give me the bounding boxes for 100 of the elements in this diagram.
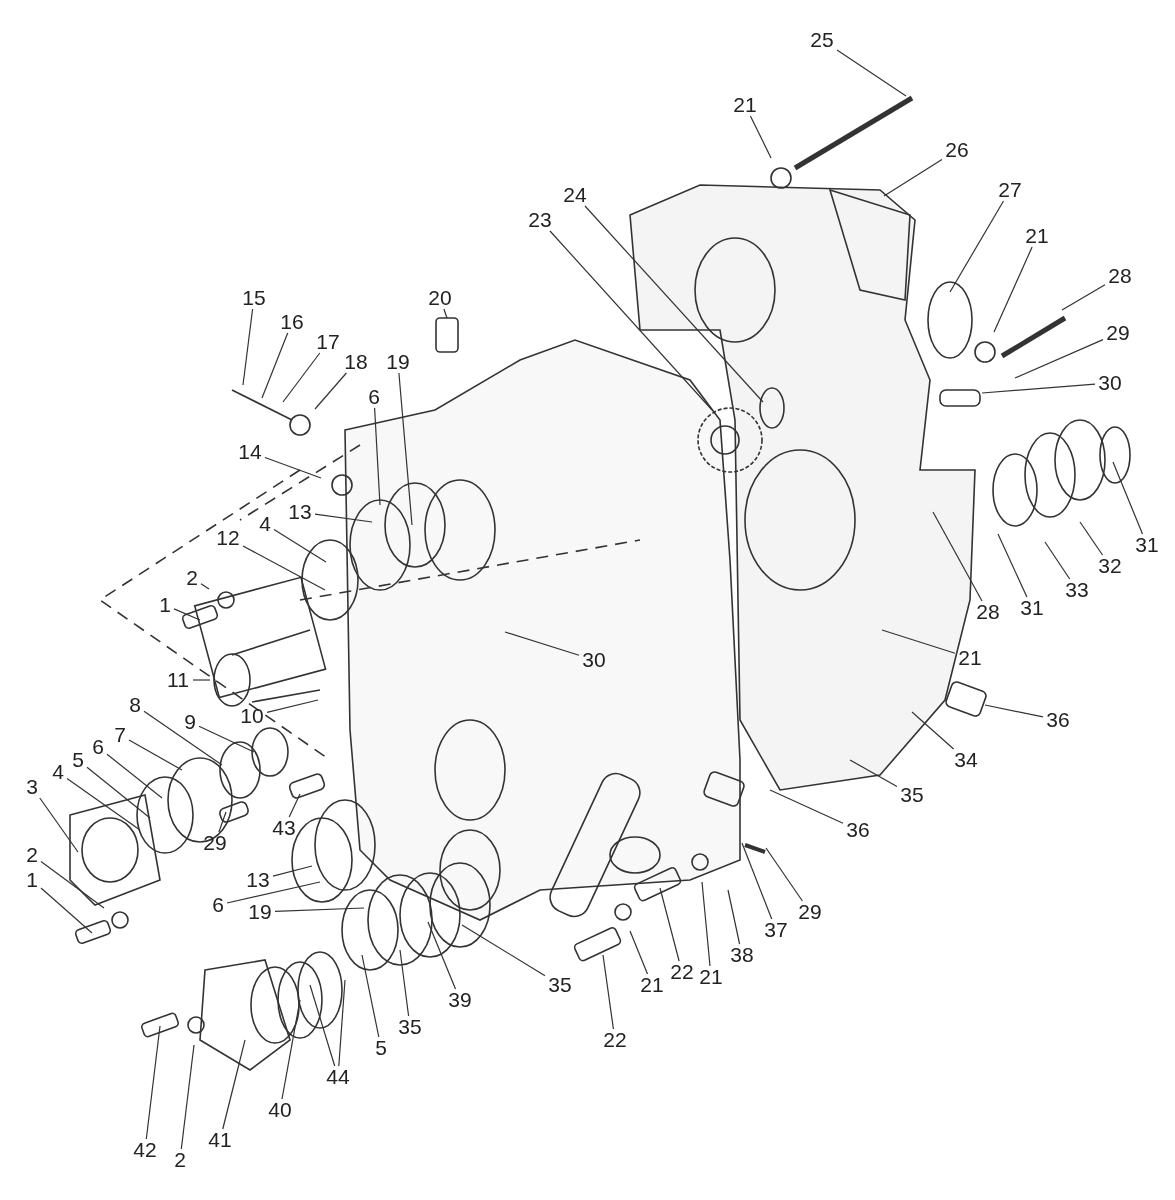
callout-number: 42: [133, 1139, 157, 1161]
leader-line: [727, 889, 741, 945]
callout-number: 40: [268, 1099, 292, 1121]
leader-line: [1044, 541, 1071, 580]
leader-line: [427, 921, 457, 990]
callout-number: 5: [72, 749, 84, 771]
callout-number: 35: [900, 784, 924, 806]
leader-line: [198, 725, 255, 753]
callout-number: 5: [375, 1037, 387, 1059]
leader-line: [881, 629, 956, 654]
callout-number: 36: [1046, 709, 1070, 731]
leader-line: [192, 679, 211, 681]
callout-number: 29: [1106, 322, 1130, 344]
leader-line: [281, 999, 301, 1100]
leader-line: [1014, 339, 1104, 379]
callout-number: 30: [582, 649, 606, 671]
callout-number: 10: [240, 705, 264, 727]
leader-line: [584, 205, 764, 403]
callout-number: 34: [954, 749, 978, 771]
callout-number: 28: [1108, 265, 1132, 287]
leader-line: [273, 529, 327, 563]
leader-line: [338, 979, 346, 1067]
leader-line: [145, 1025, 161, 1140]
callout-number: 33: [1065, 579, 1089, 601]
callout-number: 21: [1025, 225, 1049, 247]
leader-line: [309, 984, 336, 1067]
leader-line: [106, 753, 163, 799]
callout-number: 13: [246, 869, 270, 891]
callout-number: 18: [344, 351, 368, 373]
callout-number: 2: [26, 844, 38, 866]
leader-line: [272, 865, 313, 877]
callout-number: 31: [1020, 597, 1044, 619]
leader-line: [993, 246, 1033, 333]
leader-line: [314, 372, 347, 410]
callout-number: 14: [238, 441, 262, 463]
leader-line: [288, 793, 301, 818]
callout-number: 22: [670, 961, 694, 983]
leader-line: [984, 704, 1044, 718]
leader-line: [274, 907, 365, 912]
callout-number: 23: [528, 209, 552, 231]
callout-number: 30: [1098, 372, 1122, 394]
callout-number: 21: [733, 94, 757, 116]
leader-line: [911, 711, 955, 750]
callout-number: 12: [216, 527, 240, 549]
leader-line: [40, 861, 105, 909]
callout-number: 4: [52, 761, 64, 783]
leader-line: [39, 797, 79, 853]
leader-line: [1079, 521, 1104, 556]
leader-line: [883, 158, 943, 197]
callout-number: 22: [603, 1029, 627, 1051]
leader-line: [749, 115, 772, 159]
callout-number: 9: [184, 711, 196, 733]
leader-line: [398, 372, 413, 526]
leader-line: [741, 842, 773, 920]
leader-line: [282, 352, 321, 403]
leader-line: [266, 699, 319, 713]
callout-number: 41: [208, 1129, 232, 1151]
callout-number: 3: [26, 776, 38, 798]
callout-number: 4: [259, 513, 271, 535]
callout-number: 1: [159, 594, 171, 616]
callout-number: 20: [428, 287, 452, 309]
leader-line: [173, 608, 201, 621]
leader-line: [66, 777, 141, 831]
callout-number: 8: [129, 694, 141, 716]
leader-line: [242, 308, 254, 386]
callout-number: 27: [998, 179, 1022, 201]
callout-number: 29: [203, 832, 227, 854]
callout-number: 19: [248, 901, 272, 923]
leader-line: [549, 230, 713, 411]
callout-number: 31: [1135, 534, 1159, 556]
callout-number: 29: [798, 901, 822, 923]
callout-number: 21: [958, 647, 982, 669]
callout-number: 28: [976, 601, 1000, 623]
leader-line: [461, 924, 546, 977]
callout-number: 19: [386, 351, 410, 373]
leader-line: [836, 49, 907, 97]
callout-number: 21: [699, 966, 723, 988]
callout-number: 35: [548, 974, 572, 996]
leader-line: [86, 766, 151, 819]
leader-line: [981, 383, 1096, 394]
callout-number: 44: [326, 1066, 350, 1088]
leader-line: [602, 954, 614, 1030]
leader-line: [242, 545, 326, 591]
callout-number: 36: [846, 819, 870, 841]
leader-line: [849, 759, 898, 788]
callout-number: 32: [1098, 555, 1122, 577]
leader-line: [932, 511, 983, 602]
leader-line: [200, 583, 210, 590]
leader-line: [504, 631, 580, 656]
leader-line: [769, 789, 844, 824]
callout-number: 11: [167, 669, 189, 691]
leader-line: [629, 930, 649, 975]
callout-number: 37: [764, 919, 788, 941]
leader-line: [40, 887, 93, 934]
leader-line: [218, 811, 227, 833]
callout-number: 24: [563, 184, 587, 206]
leader-line: [314, 513, 373, 523]
callout-number: 38: [730, 944, 754, 966]
leader-line: [949, 200, 1005, 293]
leader-line: [399, 949, 410, 1017]
